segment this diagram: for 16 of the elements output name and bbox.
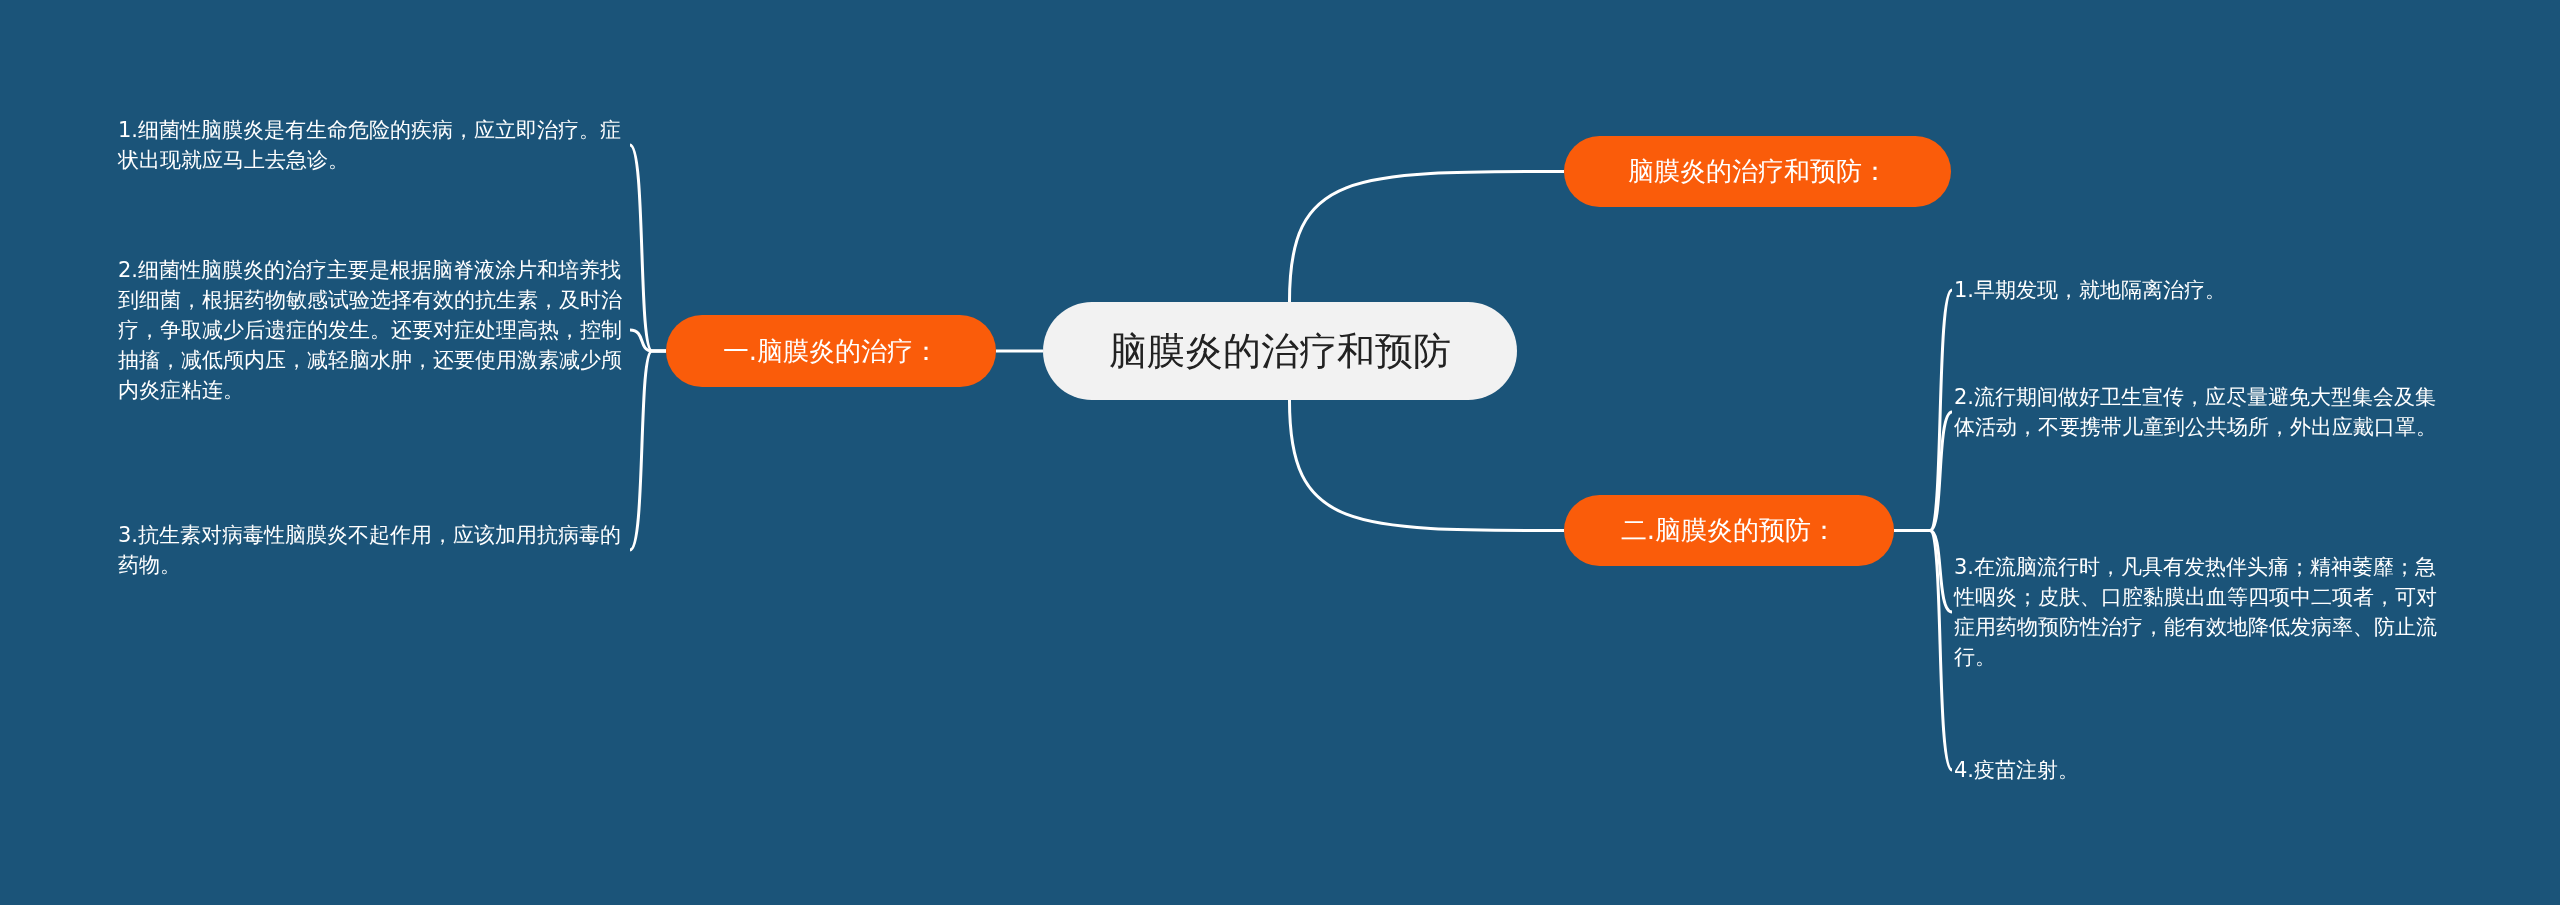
topic-text: 4.疫苗注射。 (1954, 755, 2454, 785)
topic-box: 二.脑膜炎的预防： (1564, 495, 1894, 566)
connector-line (1288, 399, 1564, 532)
central-topic-box: 脑膜炎的治疗和预防 (1043, 302, 1517, 400)
topic-text: 2.细菌性脑膜炎的治疗主要是根据脑脊液涂片和培养找到细菌，根据药物敏感试验选择有效的抗生素，及时治疗，争取减少后遗症的发生。还要对症处理高热，控制抽搐，减低颅内压，减轻脑水肿，还要使用激素减少颅内炎症粘连。 (118, 255, 628, 405)
topic-text: 3.在流脑流行时，凡具有发热伴头痛；精神萎靡；急性咽炎；皮肤、口腔黏膜出血等四项中二项者，可对症用药物预防性治疗，能有效地降低发病率、防止流行。 (1954, 552, 2454, 672)
topic-text: 1.细菌性脑膜炎是有生命危险的疾病，应立即治疗。症状出现就应马上去急诊。 (118, 115, 628, 175)
connector-line (1894, 529, 1954, 771)
connector-line (1288, 170, 1564, 303)
topic-box: 一.脑膜炎的治疗： (666, 315, 996, 387)
topic-box: 脑膜炎的治疗和预防： (1564, 136, 1951, 207)
topic-text: 2.流行期间做好卫生宣传，应尽量避免大型集会及集体活动，不要携带儿童到公共场所，外出应戴口罩。 (1954, 382, 2454, 442)
topic-text: 3.抗生素对病毒性脑膜炎不起作用，应该加用抗病毒的药物。 (118, 520, 628, 580)
topic-text: 1.早期发现，就地隔离治疗。 (1954, 275, 2454, 305)
connector-line (628, 349, 666, 551)
connector-line (996, 349, 1043, 353)
